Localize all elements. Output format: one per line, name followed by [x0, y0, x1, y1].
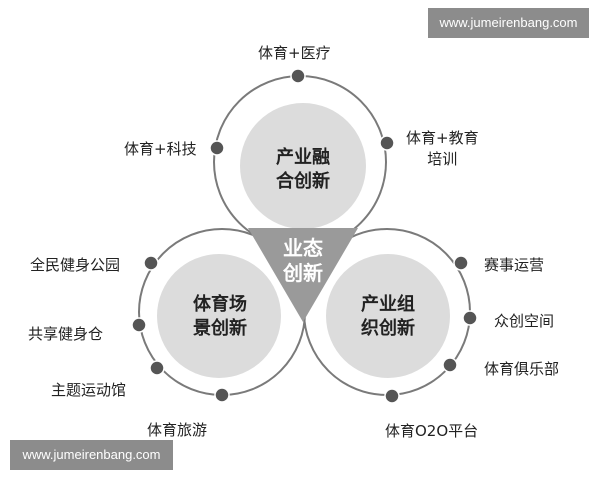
label-tech: 体育+科技: [124, 140, 197, 158]
label-maker-space: 众创空间: [494, 312, 555, 330]
node-tech: [209, 140, 225, 156]
node-event-ops: [453, 255, 469, 271]
label-event-ops: 赛事运营: [484, 256, 545, 274]
label-fitness-park: 全民健身公园: [30, 256, 121, 274]
left-circle-title: 体育场 景创新: [180, 293, 260, 341]
label-sports-tourism: 体育旅游: [147, 421, 208, 439]
left-inner-circle: [157, 254, 281, 378]
right-circle-title-line1: 产业组: [361, 294, 415, 315]
center-triangle: [248, 228, 358, 322]
label-education-line2: 培训: [427, 150, 458, 168]
label-o2o: 体育O2O平台: [385, 422, 479, 440]
watermark-top: www.jumeirenbang.com: [428, 8, 589, 38]
left-circle-title-line1: 体育场: [193, 294, 247, 315]
label-fitness-pod: 共享健身仓: [28, 325, 104, 343]
center-label: 业态 创新: [271, 236, 335, 286]
top-inner-circle: [240, 103, 366, 229]
center-label-line2: 创新: [283, 261, 323, 285]
watermark-bottom: www.jumeirenbang.com: [10, 440, 173, 470]
node-sports-club: [442, 357, 458, 373]
right-circle-title-line2: 织创新: [361, 318, 415, 339]
right-inner-circle: [326, 254, 450, 378]
label-theme-venue: 主题运动馆: [51, 381, 127, 399]
node-medical: [290, 68, 306, 84]
right-circle-title: 产业组 织创新: [348, 293, 428, 341]
node-o2o: [384, 388, 400, 404]
top-circle-title-line2: 合创新: [276, 171, 330, 192]
node-fitness-pod: [131, 317, 147, 333]
label-medical: 体育+医疗: [258, 44, 331, 62]
node-theme-venue: [149, 360, 165, 376]
top-circle-title-line1: 产业融: [276, 147, 330, 168]
node-maker-space: [462, 310, 478, 326]
label-education: 体育+教育 培训: [406, 128, 479, 170]
node-education: [379, 135, 395, 151]
label-education-line1: 体育+教育: [406, 129, 479, 147]
top-circle-title: 产业融 合创新: [263, 146, 343, 194]
label-sports-club: 体育俱乐部: [484, 360, 560, 378]
node-fitness-park: [143, 255, 159, 271]
left-circle-title-line2: 景创新: [193, 318, 247, 339]
center-label-line1: 业态: [283, 236, 323, 260]
node-sports-tourism: [214, 387, 230, 403]
